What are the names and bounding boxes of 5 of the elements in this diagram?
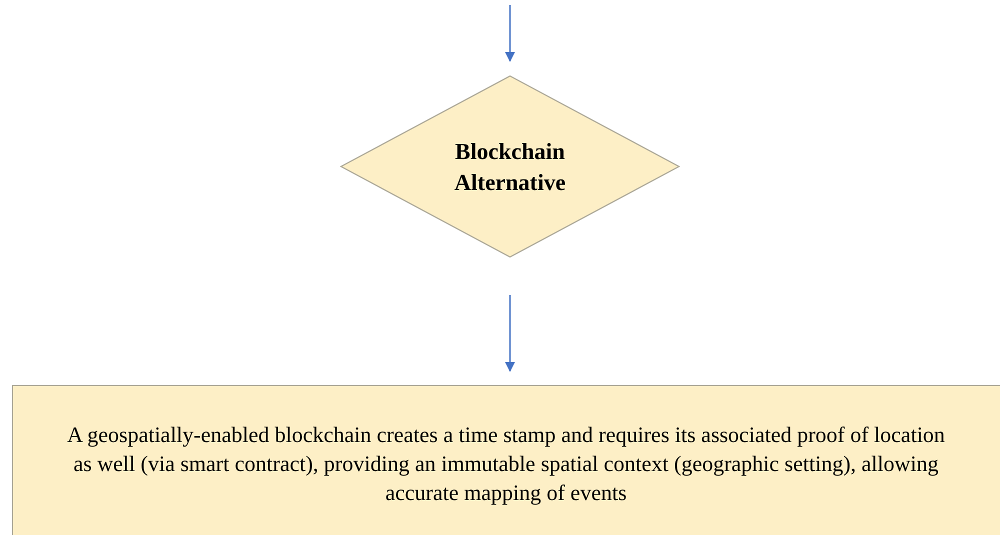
process-box [12,385,1000,535]
decision-label: Blockchain Alternative [453,138,567,196]
arrow [505,295,515,372]
description-text: A geospatially-enabled blockchain creates a time stamp and requires its associated proof of location as well (via smart contract), providing an immutable spatial context (geographic setting), allowing accurate mapping of events [66,421,946,507]
arrow [505,5,515,62]
